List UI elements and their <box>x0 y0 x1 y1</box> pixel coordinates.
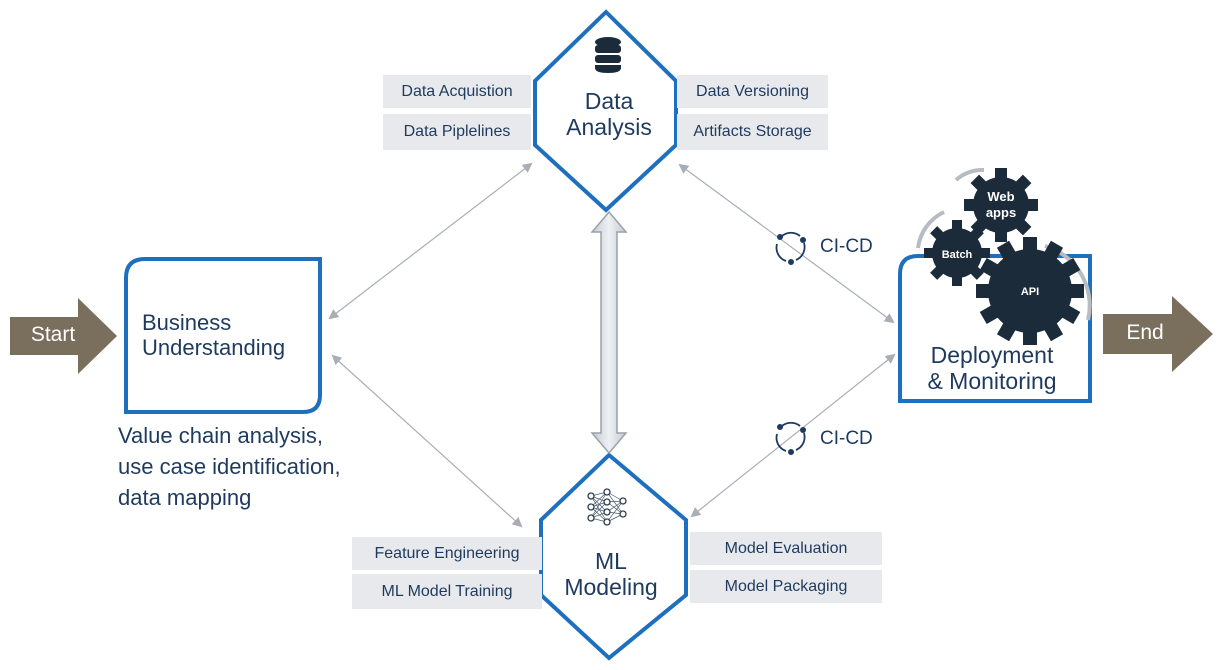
business-note-2: use case identification, <box>118 454 341 479</box>
chip-data-pipelines: Data Piplelines <box>383 114 531 150</box>
gear-batch-label: Batch <box>942 249 973 261</box>
end-label: End <box>1126 321 1164 344</box>
deployment-title-line2: & Monitoring <box>927 368 1057 395</box>
start-arrow <box>10 298 117 374</box>
data-analysis-title-line2: Analysis <box>566 114 652 141</box>
data-analysis-title-line1: Data <box>584 88 634 114</box>
chip-data-acquisition: Data Acquistion <box>383 75 531 108</box>
connector-business-ml <box>331 354 523 528</box>
cicd-bottom-label: CI-CD <box>820 428 873 449</box>
batch-gear-icon <box>924 220 990 286</box>
business-note-1: Value chain analysis, <box>118 423 324 448</box>
database-icon <box>595 37 621 73</box>
data-analysis-title: Data Analysis <box>546 88 672 141</box>
end-arrow <box>1103 296 1213 372</box>
ml-modeling-title: ML Modeling <box>550 548 672 601</box>
start-label: Start <box>30 323 76 346</box>
ml-modeling-diamond <box>539 452 688 661</box>
business-note-3: data mapping <box>118 485 252 510</box>
ml-modeling-title-line1: ML <box>595 548 627 574</box>
deployment-title-line1: Deployment <box>930 342 1054 368</box>
connector-data-deploy <box>678 163 895 324</box>
business-title: Business Understanding <box>142 310 285 361</box>
business-title-line1: Business <box>142 310 232 335</box>
chip-ml-model-training: ML Model Training <box>352 574 542 609</box>
data-analysis-diamond <box>533 9 678 213</box>
gear-web-label-line2: apps <box>986 205 1016 220</box>
chip-artifacts-storage: Artifacts Storage <box>677 114 828 150</box>
cicd-top-label: CI-CD <box>820 236 873 257</box>
connector-ml-deploy <box>690 353 896 518</box>
cicd-top-cycle-icon <box>775 231 806 265</box>
api-gear-icon <box>976 237 1084 345</box>
gear-web-label-line1: Web <box>987 189 1014 204</box>
connector-business-data <box>328 162 533 320</box>
chip-feature-engineering: Feature Engineering <box>352 537 542 570</box>
deployment-title: Deployment & Monitoring <box>908 342 1076 395</box>
business-title-line2: Understanding <box>142 335 286 361</box>
ml-modeling-title-line2: Modeling <box>564 574 658 601</box>
chip-model-evaluation: Model Evaluation <box>690 532 882 565</box>
data-ml-double-arrow <box>590 210 628 455</box>
gear-api-label: API <box>1021 286 1039 298</box>
cicd-bottom-cycle-icon <box>775 421 806 455</box>
chip-data-versioning: Data Versioning <box>677 75 828 108</box>
business-notes: Value chain analysis, use case identific… <box>118 420 341 513</box>
neural-network-icon <box>587 488 627 526</box>
chip-model-packaging: Model Packaging <box>690 570 882 603</box>
business-understanding-box <box>124 257 322 414</box>
